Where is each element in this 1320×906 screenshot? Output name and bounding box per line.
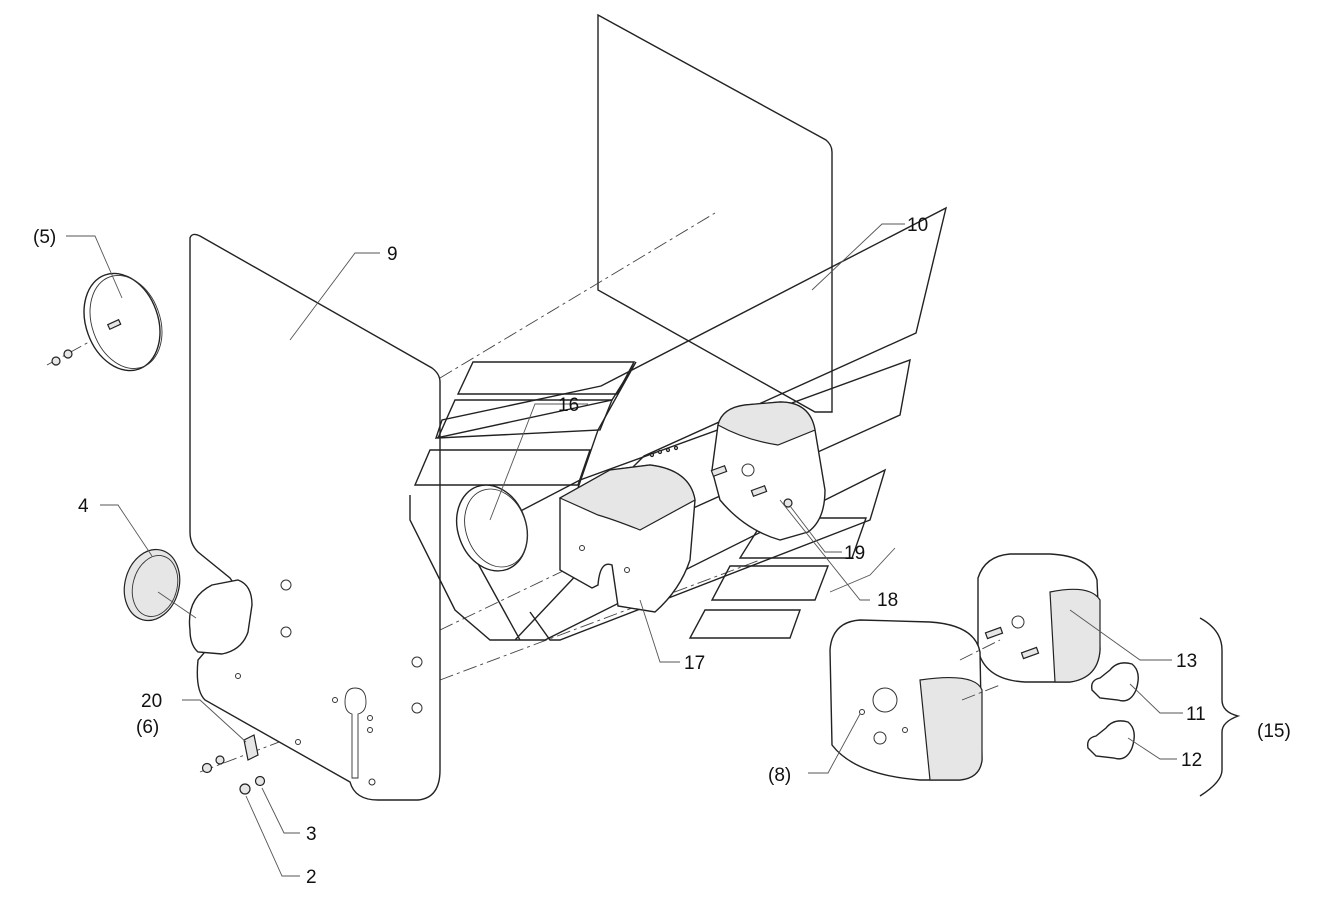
- cover-disc-washer: [63, 349, 73, 359]
- leader-11: [1129, 683, 1183, 714]
- lamp-cover-8-screw-left: [859, 709, 865, 715]
- lamp-cover-8-side: [919, 676, 983, 781]
- lamp-body-13-hole: [1011, 615, 1025, 629]
- housing-17-hole-2: [624, 567, 630, 573]
- leader-4: [100, 504, 153, 557]
- leader-13: [1069, 609, 1172, 661]
- front-panel: [189, 233, 441, 801]
- lamp-housing-stud-2: [750, 485, 768, 497]
- callout-5: (5): [33, 227, 56, 248]
- leader-17: [639, 599, 680, 663]
- front-panel-hole-2: [280, 626, 292, 638]
- lamp-cover-8-screw-right: [902, 727, 908, 733]
- callout-9: 9: [387, 244, 398, 265]
- callout-12: 12: [1181, 750, 1202, 771]
- cover-disc-nut: [51, 356, 61, 366]
- lamp-housing-screw-19: [783, 498, 793, 508]
- leader-8: [808, 713, 861, 774]
- cover-disc-stud: [106, 318, 122, 331]
- assembly-dot-4: [673, 445, 679, 451]
- front-panel-hole-5: [368, 778, 376, 786]
- lamp-body-13-side: [1049, 588, 1101, 683]
- callout-18: 18: [877, 590, 898, 611]
- callout-13: 13: [1176, 651, 1197, 672]
- leader-20: [182, 699, 247, 743]
- gasket-strip-3: [413, 449, 591, 486]
- front-panel-hole-1: [280, 579, 292, 591]
- front-panel-hole-10: [367, 727, 373, 733]
- lens-16-inner: [464, 488, 528, 568]
- lamp-cover-axis-1: [959, 639, 1001, 661]
- callout-2: 2: [306, 867, 317, 888]
- assembly-dot-1: [649, 452, 655, 458]
- lamp-housing-socket: [741, 463, 755, 477]
- housing-17-hole-1: [579, 545, 585, 551]
- callout-6: (6): [136, 717, 159, 738]
- front-panel-hole-7: [295, 739, 301, 745]
- lamp-body-13-stud-1: [984, 626, 1004, 640]
- lamp-housing-19-top: [717, 401, 816, 446]
- assembly-dot-3: [665, 447, 671, 453]
- callout-10: 10: [907, 215, 928, 236]
- cover-disc-5-rim: [89, 274, 163, 370]
- callout-19: 19: [844, 543, 865, 564]
- lens-4: [123, 548, 181, 622]
- lamp-cover-axis-2: [961, 684, 1001, 701]
- leader-2: [245, 795, 300, 877]
- callout-3: 3: [306, 824, 317, 845]
- front-panel-hole-6: [235, 673, 241, 679]
- front-panel-hole-8: [332, 697, 338, 703]
- gasket-strip-4: [738, 517, 867, 559]
- group-bracket-15: [1199, 617, 1241, 797]
- fastener-nut-upper: [201, 762, 213, 774]
- callout-11: 11: [1186, 704, 1206, 725]
- lamp-body-13-stud-2: [1020, 646, 1040, 660]
- callout-17: 17: [684, 653, 705, 674]
- leader-16: [489, 403, 588, 521]
- front-panel-hole-9: [367, 715, 373, 721]
- lamp-cover-8-hole-small: [873, 731, 887, 745]
- leader-19: [789, 505, 842, 553]
- gasket-inner: [409, 358, 911, 641]
- leader-3: [261, 787, 300, 834]
- cover-disc-5: [83, 272, 161, 372]
- fastener-washer-upper: [215, 755, 225, 765]
- bulb-12: [1086, 720, 1135, 760]
- keyhole-cutout: [344, 687, 367, 779]
- lamp-cover-8-hole-large: [872, 687, 898, 713]
- nut-2: [239, 783, 251, 795]
- lens-housing: [188, 579, 253, 655]
- axis-line-upper: [439, 212, 716, 379]
- callout-4: 4: [78, 496, 89, 517]
- leader-18b: [829, 547, 896, 593]
- lamp-housing-stud-1: [710, 465, 728, 477]
- front-panel-hole-3: [411, 656, 423, 668]
- leader-10: [811, 223, 905, 291]
- axis-line-lower: [439, 559, 761, 681]
- leader-18a: [779, 499, 870, 601]
- callout-20: 20: [141, 691, 162, 712]
- callout-8: (8): [768, 765, 791, 786]
- gasket-strip-2: [436, 399, 614, 439]
- housing-17-face: [558, 464, 696, 531]
- gasket-strip-1: [456, 361, 636, 395]
- lens-4-inner: [131, 555, 179, 617]
- callout-16: 16: [558, 395, 579, 416]
- leader-5: [66, 235, 123, 299]
- bulb-11: [1090, 662, 1139, 702]
- gasket-strip-6: [688, 609, 801, 639]
- gasket-strip-5: [710, 565, 830, 601]
- leader-9: [289, 252, 380, 341]
- washer-3: [254, 775, 266, 787]
- leader-12: [1127, 737, 1177, 760]
- assembly-dot-2: [657, 449, 663, 455]
- bracket-20: [243, 734, 259, 761]
- callout-15: (15): [1257, 721, 1291, 742]
- leader-4b: [157, 591, 197, 619]
- front-panel-hole-4: [411, 702, 423, 714]
